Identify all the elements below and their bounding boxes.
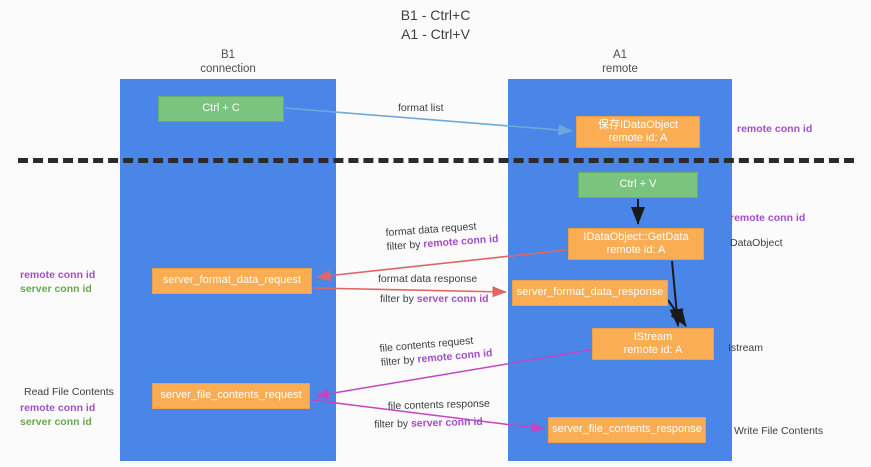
lane-header-b1-sub: connection <box>200 63 256 75</box>
label-file-contents-request: file contents request filter by remote c… <box>379 332 493 370</box>
title-line-2: A1 - Ctrl+V <box>401 26 470 42</box>
box-ctrl-v-label: Ctrl + V <box>619 178 657 191</box>
box-server-format-data-request[interactable]: server_format_data_request <box>152 268 312 294</box>
box-ctrl-c[interactable]: Ctrl + C <box>158 96 284 122</box>
box-istream-remoteid: remote id: A <box>623 344 683 356</box>
page-title: B1 - Ctrl+C A1 - Ctrl+V <box>0 6 871 44</box>
label-filter-by-3: filter by <box>380 353 418 369</box>
box-ctrl-v[interactable]: Ctrl + V <box>578 172 698 198</box>
box-server-format-data-request-label: server_format_data_request <box>162 274 302 287</box>
label-server-conn-id-1: server conn id <box>416 293 489 305</box>
box-server-format-data-response-label: server_format_data_response <box>516 286 664 299</box>
box-ctrl-c-label: Ctrl + C <box>202 102 240 115</box>
label-file-contents-response: file contents response filter by server … <box>374 397 491 432</box>
box-server-format-data-response[interactable]: server_format_data_response <box>512 280 668 306</box>
box-idataobject-getdata-label: IDataObject::GetData <box>583 230 689 243</box>
label-filter-by-4: filter by <box>374 417 412 431</box>
lane-header-a1-sub: remote <box>602 63 638 75</box>
box-idataobject-getdata[interactable]: IDataObject::GetData remote id: A <box>568 228 704 260</box>
box-idataobject-getdata-remoteid: remote id: A <box>606 244 666 256</box>
label-format-data-request: format data request filter by remote con… <box>385 218 499 254</box>
side-label-server-conn-id-lower: server conn id <box>20 416 92 428</box>
phase-divider <box>18 158 854 163</box>
label-filter-by-2: filter by <box>380 293 417 305</box>
box-save-idataobject-label: 保存IDataObject <box>597 118 679 131</box>
box-server-file-contents-response-label: server_file_contents_response <box>552 423 702 436</box>
label-format-list: format list <box>398 102 444 114</box>
box-server-file-contents-response[interactable]: server_file_contents_response <box>548 417 706 443</box>
side-label-remote-conn-id-mid: remote conn id <box>730 212 806 224</box>
side-label-dataobject: DataObject <box>730 237 783 249</box>
lane-header-b1-name: B1 <box>220 49 236 61</box>
lane-header-b1: B1 connection <box>148 48 308 76</box>
label-format-data-response-text: format data response <box>378 273 478 285</box>
side-label-conn-ids-lower: remote conn id server conn id <box>20 401 95 429</box>
lane-header-a1-name: A1 <box>612 49 628 61</box>
label-filter-by-1: filter by <box>386 238 424 254</box>
box-istream[interactable]: IStream remote id: A <box>592 328 714 360</box>
side-label-remote-conn-id-lower: remote conn id <box>20 402 96 414</box>
box-save-idataobject[interactable]: 保存IDataObject remote id: A <box>576 116 700 148</box>
box-server-file-contents-request[interactable]: server_file_contents_request <box>152 383 310 409</box>
title-line-1: B1 - Ctrl+C <box>400 7 471 23</box>
label-file-contents-response-text: file contents response <box>387 397 491 413</box>
side-label-istream: Istream <box>728 342 764 354</box>
label-format-data-response: format data response filter by server co… <box>378 272 489 306</box>
box-server-file-contents-request-label: server_file_contents_request <box>160 389 302 402</box>
side-label-remote-conn-id-top: remote conn id <box>737 123 813 135</box>
side-label-read-file-contents: Read File Contents <box>24 386 114 398</box>
side-label-remote-conn-id-upper: remote conn id <box>20 269 96 281</box>
side-label-write-file-contents: Write File Contents <box>734 425 824 437</box>
box-save-idataobject-remoteid: remote id: A <box>608 132 668 144</box>
label-server-conn-id-2: server conn id <box>410 415 483 430</box>
lane-header-a1: A1 remote <box>540 48 700 76</box>
side-label-server-conn-id-upper: server conn id <box>20 283 92 295</box>
label-remote-conn-id-1: remote conn id <box>422 232 499 251</box>
box-istream-label: IStream <box>633 330 673 343</box>
side-label-conn-ids-upper: remote conn id server conn id <box>20 268 95 296</box>
